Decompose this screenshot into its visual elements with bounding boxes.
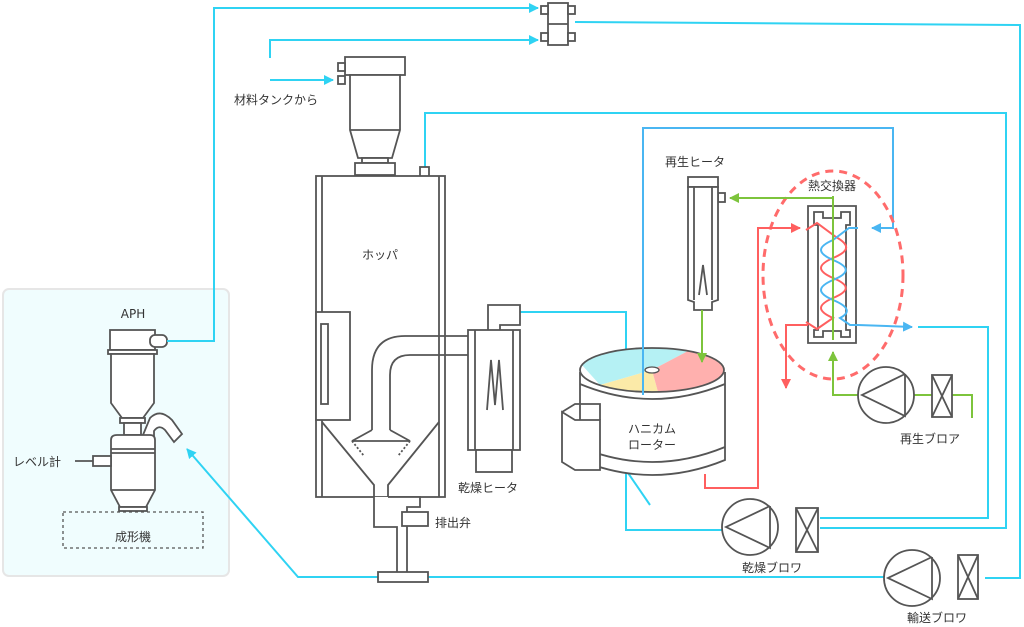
rotor-label-2: ローター xyxy=(628,438,676,452)
hopper xyxy=(315,56,478,583)
drying-blower xyxy=(721,498,819,556)
molding-machine-label: 成形機 xyxy=(115,529,151,544)
heat-exchanger xyxy=(805,196,858,344)
process-air-line xyxy=(642,127,894,395)
aph-panel: APH レベル計 成形機 xyxy=(2,288,230,577)
level-gauge-port xyxy=(92,455,112,467)
regen-heater-label: 再生ヒータ xyxy=(665,155,725,169)
regen-air-from-blower xyxy=(828,351,858,396)
aph-unit xyxy=(75,329,184,512)
regen-blower xyxy=(857,366,953,424)
heat-exchanger-highlight xyxy=(761,169,905,381)
transport-blower-label: 輸送ブロワ xyxy=(907,610,967,625)
molding-machine-box xyxy=(62,511,204,549)
material-tank-label: 材料タンクから xyxy=(234,93,318,107)
transport-valve-block xyxy=(540,2,576,46)
transport-lines xyxy=(167,3,1021,579)
regen-blower-label: 再生ブロア xyxy=(900,431,960,446)
process-air-out xyxy=(857,321,913,332)
drying-heater-label: 乾燥ヒータ xyxy=(458,481,518,495)
regen-heater xyxy=(687,176,726,311)
hopper-label: ホッパ xyxy=(362,248,398,262)
drying-heater xyxy=(467,304,521,473)
honeycomb-rotor xyxy=(561,347,726,476)
transport-blower xyxy=(883,549,979,607)
regen-air-intake xyxy=(952,394,973,418)
heat-exchanger-label: 熱交換器 xyxy=(808,178,856,193)
hot-air-line-out xyxy=(781,324,808,389)
hot-air-line-in xyxy=(704,223,801,489)
rotor-label-1: ハニカム xyxy=(628,422,676,436)
drying-blower-label: 乾燥ブロワ xyxy=(742,560,802,575)
discharge-valve-label: 排出弁 xyxy=(435,515,471,530)
level-gauge-label: レベル計 xyxy=(13,454,61,469)
aph-label: APH xyxy=(121,307,145,321)
discharge-valve xyxy=(401,511,429,527)
